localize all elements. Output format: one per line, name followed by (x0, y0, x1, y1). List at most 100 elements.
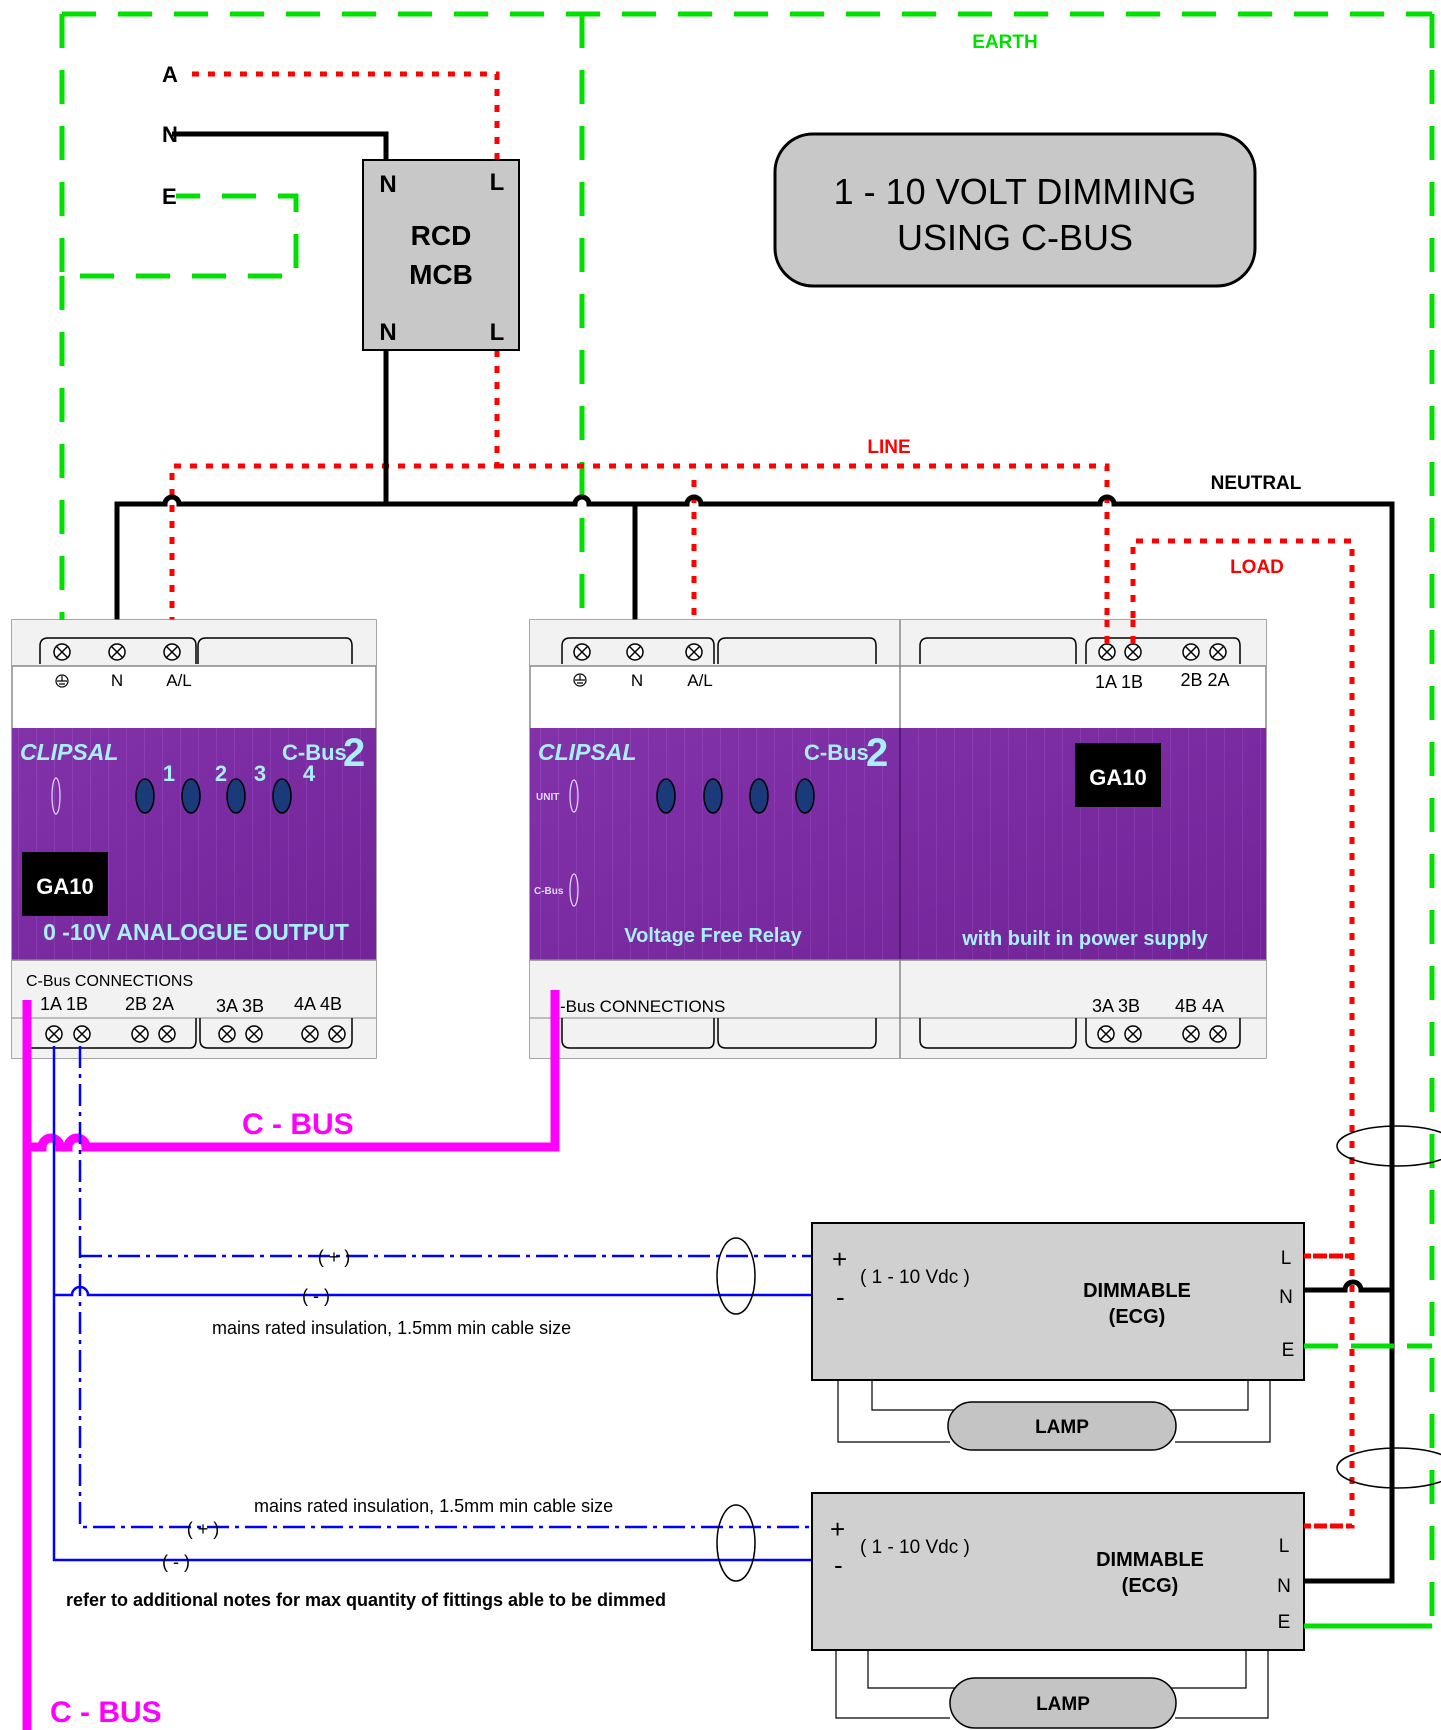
terminals-3a-3b: 3A 3B (1092, 996, 1140, 1016)
ecg1-e: E (1282, 1340, 1295, 1361)
channel-led-icons (135, 778, 292, 814)
ecg2-plus: + (830, 1514, 845, 1544)
terminals-4a-4b: 4A 4B (294, 994, 342, 1014)
cable2-plus-label: ( + ) (187, 1519, 220, 1539)
cbus-connections-label: -Bus CONNECTIONS (560, 997, 725, 1016)
line-wiring (169, 71, 1355, 1529)
terminal-n-label: N (111, 671, 123, 690)
supply-earth-label: E (162, 184, 177, 209)
model-label: GA10 (36, 874, 93, 899)
cbus-label-bottom: C - BUS (50, 1696, 162, 1729)
cbus-2-mark: 2 (343, 731, 365, 775)
relay-module: N A/L 1A 1B 2B 2A CLIPSAL C-Bus 2 UNIT C… (529, 619, 1267, 1059)
cable1-plus-label: ( + ) (318, 1247, 351, 1267)
mcb-label: MCB (409, 259, 473, 290)
ecg1-name1: DIMMABLE (1083, 1280, 1191, 1302)
cbus-connections-label: C-Bus CONNECTIONS (26, 973, 193, 990)
terminals-3a-3b: 3A 3B (216, 996, 264, 1016)
terminals-2b-2a: 2B 2A (125, 994, 174, 1014)
cbus-indicator-label: C-Bus (534, 886, 564, 897)
cable2-minus-label: ( - ) (162, 1552, 190, 1572)
ecg2-n: N (1277, 1576, 1291, 1597)
ecg2-name2: (ECG) (1122, 1575, 1179, 1597)
line-label: LINE (867, 437, 910, 458)
supply-active-label: A (162, 62, 178, 87)
module2-caption: Voltage Free Relay (624, 925, 802, 947)
model-label: GA10 (1089, 765, 1146, 790)
analogue-output-module: N A/L CLIPSAL C-Bus 2 1 2 3 4 GA10 0 -10… (11, 619, 377, 1059)
rcd-n-bottom: N (379, 319, 396, 346)
indicator-slot (569, 873, 579, 907)
lamp-2 (949, 1677, 1177, 1729)
ecg-terminal-stubs (1304, 1253, 1432, 1629)
control-cable-minus (52, 1046, 812, 1562)
ecg1-l: L (1281, 1248, 1292, 1269)
rcd-l-bottom: L (490, 319, 505, 346)
unit-label: UNIT (536, 792, 559, 803)
cbus-logo: C-Bus (804, 740, 869, 765)
channel-led-icons (656, 778, 815, 814)
module1-caption: 0 -10V ANALOGUE OUTPUT (43, 919, 349, 945)
terminals-1a-1b: 1A 1B (40, 994, 88, 1014)
terminal-screw (1097, 1025, 1227, 1043)
earth-wiring (59, 11, 1435, 1629)
ecg1-n: N (1279, 1287, 1293, 1308)
clipsal-logo: CLIPSAL (20, 739, 118, 765)
rcd-mcb: N L RCD MCB N L (362, 159, 520, 351)
ecg1-minus: - (836, 1282, 845, 1312)
refer-note: refer to additional notes for max quanti… (66, 1590, 666, 1610)
ecg1-plus: + (832, 1244, 847, 1274)
ecg2-e: E (1278, 1612, 1291, 1633)
cable-tie-icon (716, 1125, 1441, 1582)
line-drops (1104, 620, 1136, 650)
earth-symbol-icon (573, 673, 587, 687)
channel-3-label: 3 (254, 761, 266, 786)
terminal-screw (53, 643, 181, 661)
terminal-n-label: N (631, 671, 643, 690)
earth-symbol-icon (55, 674, 69, 688)
channel-4-label: 4 (303, 761, 316, 786)
indicator-slot (51, 777, 61, 815)
earth-label: EARTH (972, 32, 1037, 53)
cbus-label-top: C - BUS (242, 1108, 354, 1141)
load-label: LOAD (1230, 557, 1284, 578)
terminal-al-label: A/L (166, 671, 192, 690)
model-badge (22, 852, 108, 916)
cable1-minus-label: ( - ) (302, 1286, 330, 1306)
ecg2-range: ( 1 - 10 Vdc ) (860, 1537, 970, 1558)
control-cable-plus (78, 1046, 812, 1529)
terminals-4b-4a: 4B 4A (1175, 996, 1224, 1016)
lamp2-label: LAMP (1036, 1694, 1090, 1715)
model-badge (1075, 743, 1161, 807)
channel-1-label: 1 (163, 761, 175, 786)
terminals-1a-1b: 1A 1B (1095, 672, 1143, 692)
rcd-label: RCD (411, 220, 472, 251)
rcd-l-top: L (490, 169, 505, 196)
cbus-wiring (22, 990, 560, 1730)
channel-2-label: 2 (215, 761, 227, 786)
supply-neutral-label: N (162, 122, 178, 147)
ecg1-name2: (ECG) (1109, 1306, 1166, 1328)
ecg2-name1: DIMMABLE (1096, 1549, 1204, 1571)
terminals-2b-2a: 2B 2A (1180, 670, 1229, 690)
cable2-note: mains rated insulation, 1.5mm min cable … (254, 1496, 613, 1516)
module2-caption2: with built in power supply (961, 928, 1208, 950)
lamp1-label: LAMP (1035, 1417, 1089, 1438)
cbus-2-mark: 2 (866, 731, 888, 775)
terminal-al-label: A/L (687, 671, 713, 690)
terminal-screw (45, 1025, 346, 1043)
title-line2: USING C-BUS (897, 217, 1133, 258)
indicator-slot (569, 779, 579, 813)
dimmable-ecg-1: + - ( 1 - 10 Vdc ) DIMMABLE (ECG) L N E … (811, 1222, 1305, 1451)
cbus-logo: C-Bus (282, 740, 347, 765)
ecg2-l: L (1279, 1536, 1290, 1557)
rcd-n-top: N (379, 171, 396, 198)
clipsal-logo: CLIPSAL (538, 739, 636, 765)
lamp-1 (947, 1401, 1177, 1451)
ecg2-minus: - (834, 1550, 843, 1580)
terminal-screw (573, 643, 1227, 661)
cable1-note: mains rated insulation, 1.5mm min cable … (212, 1318, 571, 1338)
dimmable-ecg-2: + - ( 1 - 10 Vdc ) DIMMABLE (ECG) L N E … (811, 1492, 1305, 1729)
title-box: 1 - 10 VOLT DIMMING USING C-BUS (773, 132, 1257, 288)
